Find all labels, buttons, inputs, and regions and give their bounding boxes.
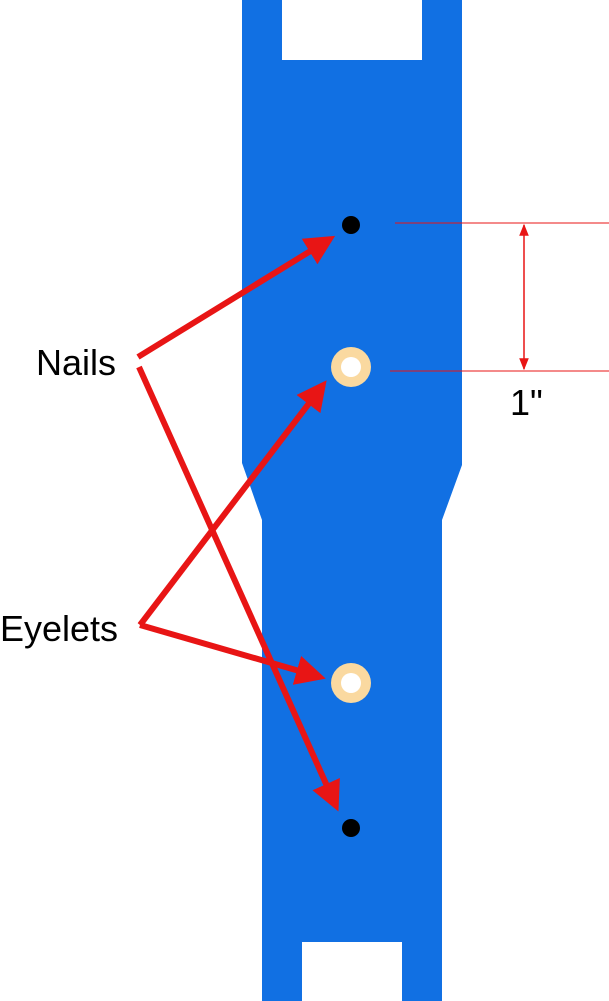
nails-label: Nails xyxy=(36,342,116,383)
arrow-nails-top xyxy=(136,235,336,360)
dimension-label: 1" xyxy=(510,382,543,423)
eyelet-top xyxy=(331,347,371,387)
nail-top xyxy=(342,216,360,234)
arrow-eyelets-top xyxy=(137,380,327,627)
eyelet-bottom xyxy=(331,663,371,703)
arrow-eyelets-bottom xyxy=(139,622,326,685)
strap-shape xyxy=(242,0,462,1001)
eyelets-label: Eyelets xyxy=(0,608,118,649)
arrow-nails-bottom xyxy=(136,365,340,812)
nail-bottom xyxy=(342,819,360,837)
